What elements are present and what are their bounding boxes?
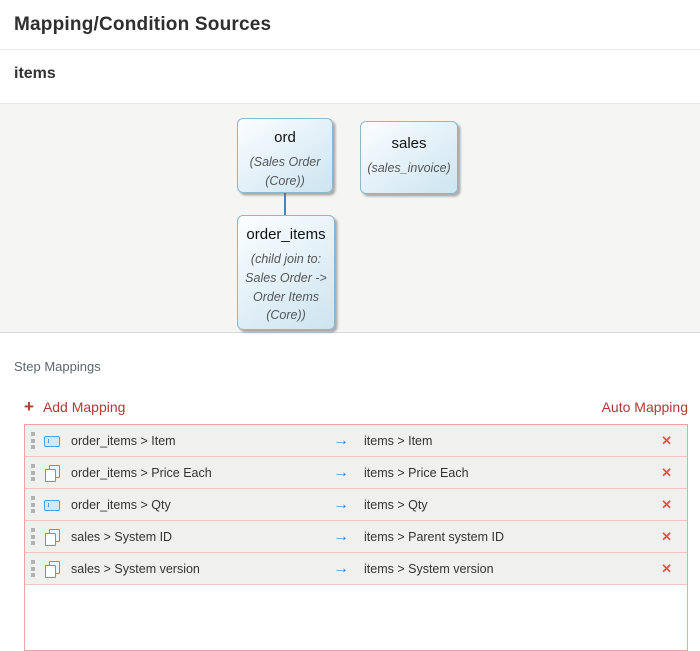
mapping-source: sales > System ID [71,529,173,544]
drag-handle-icon[interactable] [31,432,35,449]
node-title: order_items [246,226,326,243]
drag-handle-icon[interactable] [31,560,35,577]
add-mapping-label: Add Mapping [42,399,126,415]
add-mapping-button[interactable]: + Add Mapping [24,397,126,416]
node-subtitle: (Sales Order (Core)) [249,155,321,188]
row-type-icon [44,497,61,513]
node-subtitle: (sales_invoice) [367,161,451,175]
delete-mapping-button[interactable]: ✕ [661,432,672,448]
node-title: ord [274,129,296,146]
delete-mapping-button[interactable]: ✕ [661,560,672,576]
arrow-right-icon: → [333,495,349,513]
diagram-node-sales[interactable]: sales (sales_invoice) [360,121,458,194]
mappings-table: order_items > Item → items > Item ✕ orde… [24,424,688,651]
row-type-icon [44,464,61,482]
row-type-icon [44,560,61,578]
step-mappings-label: Step Mappings [14,359,101,374]
mapping-source: sales > System version [71,561,200,576]
row-type-icon [44,433,61,449]
arrow-right-icon: → [333,559,349,577]
mapping-actions-row: + Add Mapping Auto Mapping [24,397,688,416]
mapping-source: order_items > Item [71,433,176,448]
drag-handle-icon[interactable] [31,464,35,481]
mapping-row: order_items > Qty → items > Qty ✕ [25,489,687,521]
step-mappings-section: Step Mappings + Add Mapping Auto Mapping… [0,333,700,651]
arrow-right-icon: → [333,463,349,481]
drag-handle-icon[interactable] [31,528,35,545]
mapping-source: order_items > Price Each [71,465,212,480]
auto-mapping-button[interactable]: Auto Mapping [601,399,688,415]
plus-icon: + [24,397,34,416]
mapping-target: items > System version [364,561,494,576]
drag-handle-icon[interactable] [31,496,35,513]
delete-mapping-button[interactable]: ✕ [661,528,672,544]
mapping-target: items > Qty [364,497,428,512]
page-header: Mapping/Condition Sources [0,0,700,50]
node-title: sales [391,135,427,152]
mapping-row: order_items > Price Each → items > Price… [25,457,687,489]
mapping-target: items > Parent system ID [364,529,504,544]
mapping-row: sales > System ID → items > Parent syste… [25,521,687,553]
arrow-right-icon: → [333,527,349,545]
delete-mapping-button[interactable]: ✕ [661,496,672,512]
section-title-bar: items [0,50,700,103]
section-title: items [14,65,56,82]
connector-line [284,192,286,216]
mapping-row: sales > System version → items > System … [25,553,687,585]
mapping-target: items > Item [364,433,433,448]
delete-mapping-button[interactable]: ✕ [661,464,672,480]
diagram-node-ord[interactable]: ord (Sales Order (Core)) [237,118,333,193]
mapping-source: order_items > Qty [71,497,171,512]
diagram-node-order-items[interactable]: order_items (child join to: Sales Order … [237,215,335,330]
mapping-target: items > Price Each [364,465,469,480]
row-type-icon [44,528,61,546]
mapping-row: order_items > Item → items > Item ✕ [25,425,687,457]
source-diagram: ord (Sales Order (Core)) sales (sales_in… [0,103,700,333]
arrow-right-icon: → [333,431,349,449]
node-subtitle: (child join to: Sales Order -> Order Ite… [245,252,327,323]
page-title: Mapping/Condition Sources [14,14,272,35]
